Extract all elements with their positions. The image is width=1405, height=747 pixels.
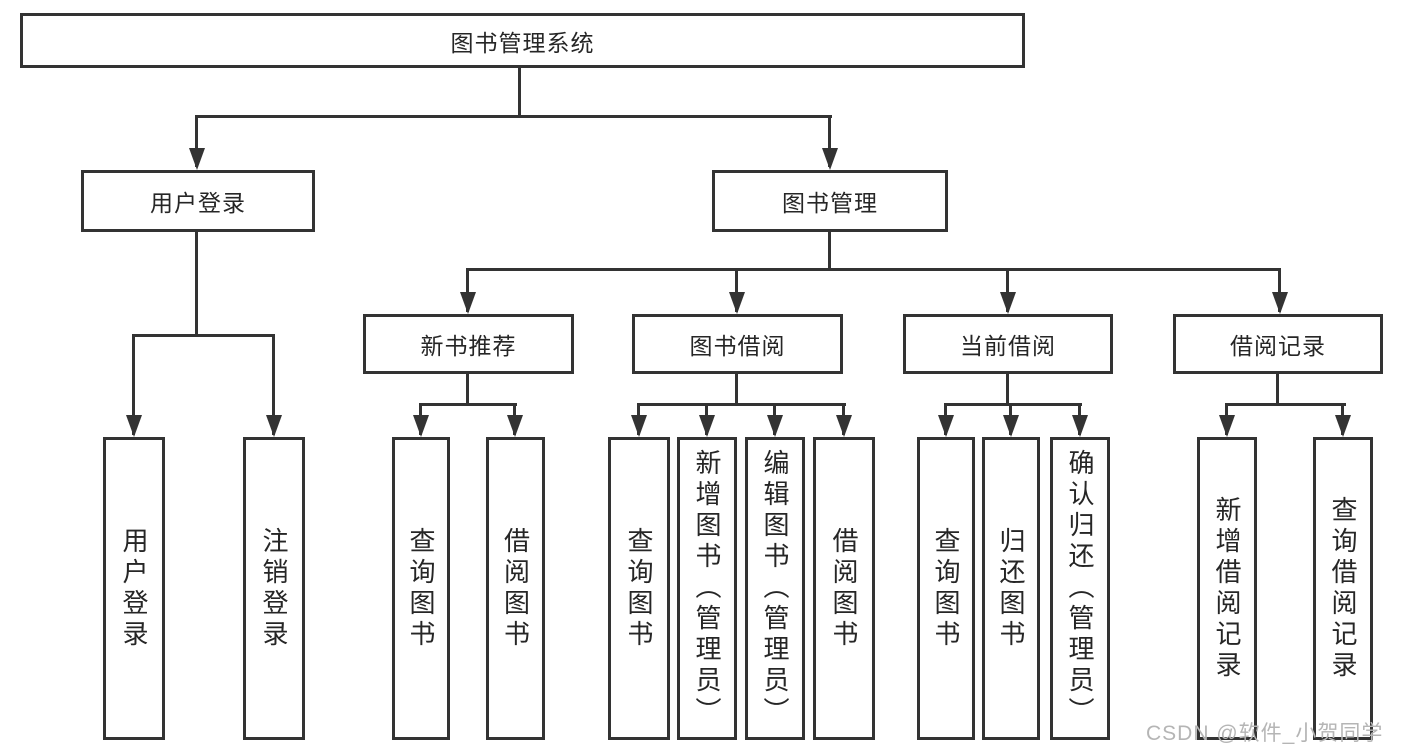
arrow-down-icon — [631, 415, 647, 437]
leaf-borrow-books-newbooks: 借阅图书 — [486, 437, 545, 740]
connector-to-leaf-logout — [272, 336, 275, 435]
arrow-down-icon — [699, 415, 715, 437]
connector-root-bar — [195, 115, 832, 118]
leaf-user-login: 用户登录 — [103, 437, 165, 740]
connector-book-mgmt-bar — [466, 268, 1281, 271]
leaf-label: 确认归还（管理员） — [1065, 449, 1095, 728]
arrow-down-icon — [1272, 292, 1288, 314]
arrow-down-icon — [413, 415, 429, 437]
leaf-label: 查询图书 — [406, 526, 436, 651]
leaf-borrow-books: 借阅图书 — [813, 437, 875, 740]
connector-to-leaf-login — [132, 336, 135, 435]
leaf-label: 借阅图书 — [829, 526, 859, 651]
leaf-label: 新增图书（管理员） — [692, 449, 722, 728]
connector-new-books-stem — [466, 374, 469, 405]
arrow-down-icon — [1003, 415, 1019, 437]
arrow-down-icon — [1000, 292, 1016, 314]
node-book-management: 图书管理 — [712, 170, 948, 232]
connector-to-book-borrow — [735, 270, 738, 312]
connector-to-current-borrow — [1006, 270, 1009, 312]
leaf-add-books-admin: 新增图书（管理员） — [677, 437, 737, 740]
node-label: 图书管理 — [782, 190, 878, 216]
connector-to-book-management — [828, 117, 831, 167]
arrow-down-icon — [729, 292, 745, 314]
connector-user-login-bar — [132, 334, 275, 337]
node-label: 新书推荐 — [420, 333, 517, 359]
node-label: 用户登录 — [150, 190, 246, 216]
arrow-down-icon — [1219, 415, 1235, 437]
node-book-borrow: 图书借阅 — [632, 314, 843, 374]
node-current-borrow: 当前借阅 — [903, 314, 1113, 374]
arrow-down-icon — [836, 415, 852, 437]
node-borrow-records: 借阅记录 — [1173, 314, 1383, 374]
leaf-label: 用户登录 — [119, 526, 149, 651]
arrow-down-icon — [938, 415, 954, 437]
csdn-watermark: CSDN @软件_小贺同学 — [1146, 722, 1384, 745]
node-user-login: 用户登录 — [81, 170, 315, 232]
connector-book-borrow-bar — [637, 403, 846, 406]
arrow-down-icon — [266, 415, 282, 437]
leaf-label: 查询借阅记录 — [1328, 495, 1358, 682]
leaf-label: 新增借阅记录 — [1212, 495, 1242, 682]
leaf-logout: 注销登录 — [243, 437, 305, 740]
connector-borrow-records-stem — [1276, 374, 1279, 405]
arrow-down-icon — [1335, 415, 1351, 437]
connector-to-new-books — [466, 270, 469, 312]
leaf-edit-books-admin: 编辑图书（管理员） — [745, 437, 805, 740]
leaf-confirm-return-admin: 确认归还（管理员） — [1050, 437, 1110, 740]
connector-borrow-records-bar — [1225, 403, 1346, 406]
connector-to-user-login — [195, 117, 198, 167]
connector-root-stem — [518, 68, 521, 117]
arrow-down-icon — [507, 415, 523, 437]
connector-current-borrow-stem — [1006, 374, 1009, 405]
leaf-query-borrow-record: 查询借阅记录 — [1313, 437, 1373, 740]
arrow-down-icon — [189, 148, 205, 170]
leaf-label: 查询图书 — [931, 526, 961, 651]
leaf-query-books-borrow: 查询图书 — [608, 437, 670, 740]
node-label: 当前借阅 — [960, 333, 1056, 359]
arrow-down-icon — [126, 415, 142, 437]
node-label: 图书管理系统 — [450, 29, 595, 56]
arrow-down-icon — [767, 415, 783, 437]
leaf-label: 借阅图书 — [500, 526, 531, 651]
leaf-label: 查询图书 — [624, 526, 654, 651]
connector-book-borrow-stem — [735, 374, 738, 405]
leaf-label: 注销登录 — [259, 526, 289, 651]
arrow-down-icon — [1072, 415, 1088, 437]
leaf-add-borrow-record: 新增借阅记录 — [1197, 437, 1257, 740]
node-label: 图书借阅 — [689, 333, 786, 359]
node-library-management-system: 图书管理系统 — [20, 13, 1025, 68]
arrow-down-icon — [822, 148, 838, 170]
leaf-return-books: 归还图书 — [982, 437, 1040, 740]
arrow-down-icon — [460, 292, 476, 314]
leaf-query-books-current: 查询图书 — [917, 437, 975, 740]
leaf-label: 归还图书 — [996, 526, 1026, 651]
leaf-label: 编辑图书（管理员） — [760, 449, 790, 728]
connector-user-login-stem — [195, 232, 198, 336]
connector-new-books-bar — [419, 403, 517, 406]
node-new-book-recommend: 新书推荐 — [363, 314, 574, 374]
connector-to-borrow-records — [1278, 270, 1281, 312]
connector-book-mgmt-stem — [828, 232, 831, 270]
node-label: 借阅记录 — [1230, 333, 1326, 359]
connector-current-borrow-bar — [944, 403, 1082, 406]
leaf-query-books-newbooks: 查询图书 — [392, 437, 450, 740]
